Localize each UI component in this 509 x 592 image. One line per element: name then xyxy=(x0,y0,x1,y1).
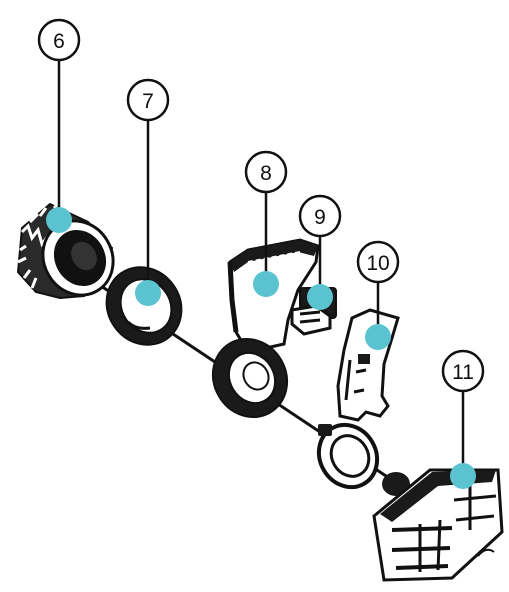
callout-11-label: 11 xyxy=(452,361,474,384)
marker-dot-10 xyxy=(365,324,391,350)
marker-dot-7 xyxy=(135,280,161,306)
part-11-base-housing xyxy=(372,468,504,582)
part-7-ring xyxy=(105,266,183,346)
callout-11: 11 xyxy=(441,349,485,393)
part-8-bracket xyxy=(211,238,320,419)
callout-8: 8 xyxy=(244,150,288,194)
marker-dot-6 xyxy=(46,207,72,233)
callout-8-label: 8 xyxy=(260,162,272,185)
marker-dot-11 xyxy=(450,463,476,489)
callout-7-label: 7 xyxy=(142,90,154,113)
marker-dot-9 xyxy=(307,284,333,310)
callout-6-label: 6 xyxy=(53,30,65,53)
callout-6: 6 xyxy=(37,18,81,62)
part-6-knurled-cap xyxy=(16,200,115,300)
callout-10-label: 10 xyxy=(366,252,389,275)
callout-7: 7 xyxy=(126,78,170,122)
callout-10: 10 xyxy=(356,240,400,284)
marker-dot-8 xyxy=(253,271,279,297)
callout-9: 9 xyxy=(298,194,342,238)
callout-9-label: 9 xyxy=(314,206,326,229)
